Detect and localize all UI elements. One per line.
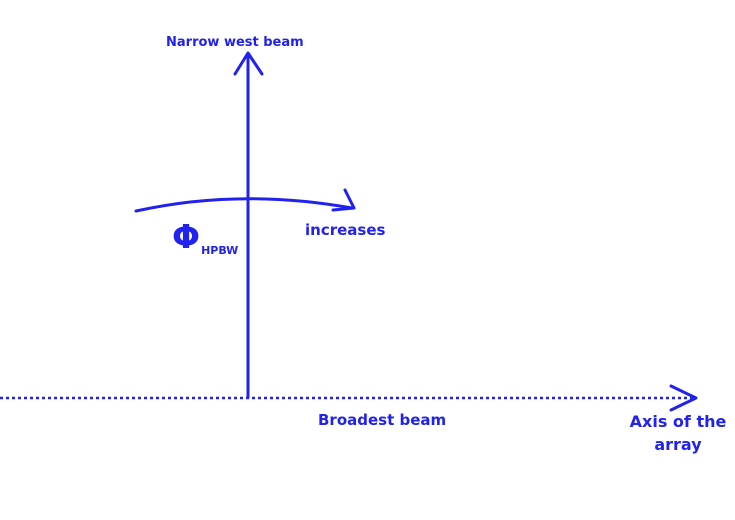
broadest-beam-label: Broadest beam [318,411,447,429]
increases-label: increases [305,221,386,239]
phi-hpbw-symbol: ΦHPBW [172,217,238,271]
phi-symbol: Φ [172,217,201,256]
array-axis-label: Axis of the array [629,412,727,454]
narrow-beam-label: Narrow west beam [166,35,304,50]
hpbw-subscript: HPBW [201,244,239,257]
increase-curve-arrowhead [331,188,356,212]
array-axis-arrowhead [669,384,698,412]
increase-curve-arrow [134,197,354,213]
vertical-axis-arrowhead [233,51,264,76]
